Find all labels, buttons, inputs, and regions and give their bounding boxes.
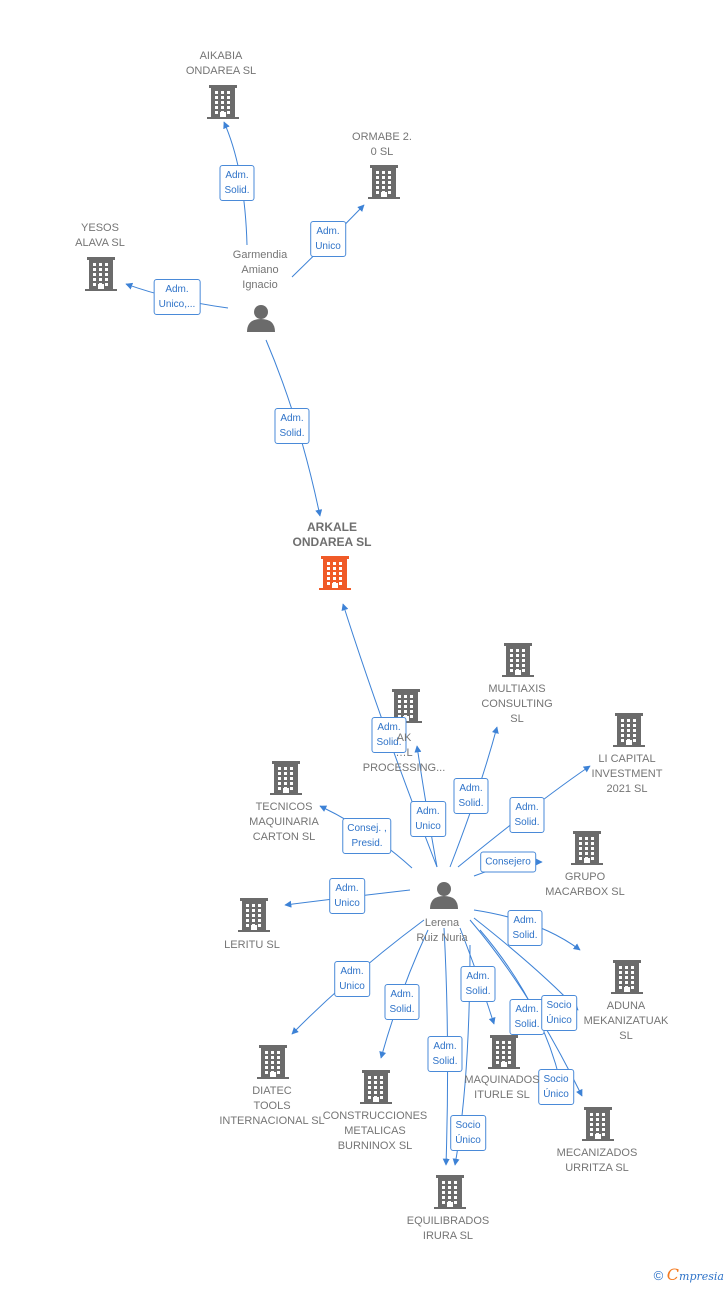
company-label-grupo[interactable]: GRUPO MACARBOX SL — [545, 871, 625, 898]
edge-label-lerena-mecanizados2[interactable]: Socio Único — [541, 995, 577, 1031]
edge-label-garmendia-aikabia[interactable]: Adm. Solid. — [219, 165, 255, 201]
company-label-licapital[interactable]: LI CAPITAL INVESTMENT 2021 SL — [591, 753, 663, 795]
mecanizados-building-icon[interactable] — [582, 1107, 614, 1141]
aikabia-building-icon[interactable] — [207, 85, 239, 119]
leritu-building-icon[interactable] — [238, 898, 270, 932]
yesos-building-icon[interactable] — [85, 257, 117, 291]
edge-label-garmendia-ormabe[interactable]: Adm. Unico — [310, 221, 346, 257]
edge-label-lerena-multiaxis[interactable]: Adm. Solid. — [453, 778, 489, 814]
edge-label-lerena-construcciones[interactable]: Adm. Solid. — [384, 984, 420, 1020]
arkale-building-icon[interactable] — [319, 556, 351, 590]
construcciones-building-icon[interactable] — [360, 1070, 392, 1104]
edge-label-garmendia-yesos[interactable]: Adm. Unico,... — [153, 279, 201, 315]
company-label-mecanizados[interactable]: MECANIZADOS URRITZA SL — [556, 1147, 638, 1174]
edge-label-lerena-aduna[interactable]: Adm. Solid. — [507, 910, 543, 946]
diatec-building-icon[interactable] — [257, 1045, 289, 1079]
company-label-leritu[interactable]: LERITU SL — [224, 939, 280, 951]
edge-label-lerena-equilibrados2[interactable]: Socio Único — [450, 1115, 486, 1151]
company-label-ormabe[interactable]: ORMABE 2. 0 SL — [352, 131, 412, 158]
maquinados-building-icon[interactable] — [488, 1035, 520, 1069]
icons-layer — [85, 85, 645, 1209]
company-label-construcciones[interactable]: CONSTRUCCIONES METALICAS BURNINOX SL — [322, 1110, 428, 1152]
tecnicos-building-icon[interactable] — [270, 761, 302, 795]
edge-label-lerena-grupo[interactable]: Consejero — [480, 851, 536, 873]
copyright-symbol: © — [653, 1268, 664, 1283]
garmendia-person-icon[interactable] — [247, 305, 275, 332]
person-label-lerena[interactable]: Lerena Ruiz Nuria — [416, 917, 468, 944]
company-label-arkale[interactable]: ARKALE ONDAREA SL — [292, 520, 372, 549]
grupo-building-icon[interactable] — [571, 831, 603, 865]
company-label-diatec[interactable]: DIATEC TOOLS INTERNACIONAL SL — [219, 1085, 325, 1127]
company-label-processing[interactable]: AK …L PROCESSING... — [362, 732, 446, 774]
logo-e: C — [666, 1265, 680, 1284]
company-label-yesos[interactable]: YESOS ALAVA SL — [75, 222, 125, 249]
empresia-logo: © Cmpresia — [654, 1265, 724, 1284]
multiaxis-building-icon[interactable] — [502, 643, 534, 677]
aduna-building-icon[interactable] — [611, 960, 643, 994]
company-label-equilibrados[interactable]: EQUILIBRADOS IRURA SL — [406, 1215, 490, 1242]
edge-label-lerena-licapital[interactable]: Adm. Solid. — [509, 797, 545, 833]
edge-label-lerena-equilibrados[interactable]: Adm. Solid. — [427, 1036, 463, 1072]
company-label-multiaxis[interactable]: MULTIAXIS CONSULTING SL — [481, 683, 553, 725]
equilibrados-building-icon[interactable] — [434, 1175, 466, 1209]
edge-label-lerena-diatec[interactable]: Adm. Unico — [334, 961, 370, 997]
edge-label-lerena-maquinados[interactable]: Adm. Solid. — [460, 966, 496, 1002]
edge-label-lerena-mecanizados[interactable]: Adm. Solid. — [509, 999, 545, 1035]
company-label-aduna[interactable]: ADUNA MEKANIZATUAK SL — [583, 1000, 669, 1042]
person-label-garmendia[interactable]: Garmendia Amiano Ignacio — [232, 249, 288, 291]
edge-label-lerena-tecnicos[interactable]: Consej. , Presid. — [342, 818, 392, 854]
edge-label-lerena-mecanizados3[interactable]: Socio Único — [538, 1069, 574, 1105]
lerena-person-icon[interactable] — [430, 882, 458, 909]
licapital-building-icon[interactable] — [613, 713, 645, 747]
company-label-aikabia[interactable]: AIKABIA ONDAREA SL — [185, 50, 257, 77]
company-label-maquinados[interactable]: MAQUINADOS ITURLE SL — [464, 1074, 540, 1101]
edge-label-lerena-processing[interactable]: Adm. Unico — [410, 801, 446, 837]
logo-text: mpresia — [679, 1270, 724, 1283]
ormabe-building-icon[interactable] — [368, 165, 400, 199]
edge-label-lerena-leritu[interactable]: Adm. Unico — [329, 878, 365, 914]
edge-label-lerena-arkale[interactable]: Adm. Solid. — [371, 717, 407, 753]
company-label-tecnicos[interactable]: TECNICOS MAQUINARIA CARTON SL — [249, 801, 319, 843]
edge-label-garmendia-arkale[interactable]: Adm. Solid. — [274, 408, 310, 444]
